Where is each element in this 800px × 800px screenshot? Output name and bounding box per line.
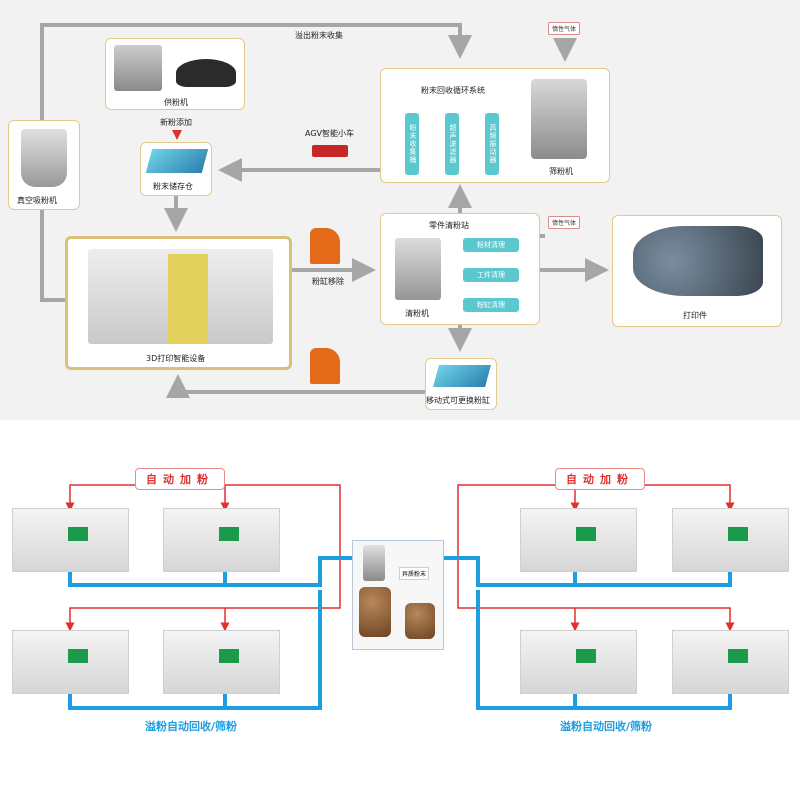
screen-icon <box>219 527 239 541</box>
printer-unit-7 <box>520 630 637 694</box>
vibrator-pill: 高频振动器 <box>485 113 499 175</box>
recycle-system-box: 粉末回收循环系统 粉末收集桶 超声波滤器 高频振动器 筛粉机 <box>380 68 610 183</box>
powder-supply-label: 供粉机 <box>164 98 188 107</box>
screen-icon <box>728 527 748 541</box>
central-sieve-station: 异质粉末 <box>352 540 444 650</box>
screen-icon <box>219 649 239 663</box>
screen-icon <box>68 527 88 541</box>
mobile-cylinder-image <box>433 365 491 387</box>
mobile-cylinder-box: 移动式可更换粉缸 <box>425 358 497 410</box>
sieve-tower-image <box>363 545 385 581</box>
robot-arm-icon <box>310 228 340 264</box>
clean-powder-pill: 粉材清理 <box>463 238 519 252</box>
printer-unit-3 <box>12 630 129 694</box>
recycle-system-title: 粉末回收循环系统 <box>421 86 485 95</box>
printed-part-box: 打印件 <box>612 215 782 327</box>
pipe-lines <box>65 484 735 710</box>
powder-supply-box: 供粉机 <box>105 38 245 110</box>
recover-label-left: 溢粉自动回收/筛粉 <box>145 718 238 734</box>
auto-feed-label-right: 自动加粉 <box>555 468 645 490</box>
abnormal-tank-image <box>405 603 435 639</box>
vacuum-loader-box: 真空吸粉机 <box>8 120 80 210</box>
powder-storage-box: 粉末储存仓 <box>140 142 212 196</box>
sieve-label: 筛粉机 <box>549 167 573 176</box>
printer-unit-5 <box>520 508 637 572</box>
screen-icon <box>576 649 596 663</box>
printer-unit-8 <box>672 630 789 694</box>
auto-feed-label-left: 自动加粉 <box>135 468 225 490</box>
printer-label: 3D打印智能设备 <box>146 354 206 363</box>
process-flow-diagram: 溢出粉末收集 供粉机 新粉添加 粉末储存仓 真空吸粉机 AGV智能小车 粉末回收… <box>0 0 800 420</box>
cleaning-station-title: 零件清粉站 <box>429 221 469 230</box>
turbine-engine-image <box>633 226 763 296</box>
screen-icon <box>576 527 596 541</box>
screen-icon <box>728 649 748 663</box>
agv-cart-image <box>312 145 348 157</box>
cleaner-machine-image <box>395 238 441 300</box>
cylinder-move-label: 粉缸移除 <box>312 277 344 286</box>
collection-tank-image <box>359 587 391 637</box>
printer-door-image <box>168 254 208 344</box>
flow-arrows <box>40 23 609 398</box>
overflow-collect-label: 溢出粉末收集 <box>295 31 343 40</box>
printer-unit-6 <box>672 508 789 572</box>
printer-unit-4 <box>163 630 280 694</box>
inert-gas-tag-top: 惰性气体 <box>548 22 581 35</box>
new-powder-label: 新粉添加 <box>160 118 192 127</box>
cleaning-station-box: 零件清粉站 清粉机 粉材清理 工件清理 粉缸清理 <box>380 213 540 325</box>
powder-storage-label: 粉末储存仓 <box>153 182 193 191</box>
robot-arm-icon-lower <box>310 348 340 384</box>
agv-label: AGV智能小车 <box>305 129 355 138</box>
clean-part-pill: 工件清理 <box>463 268 519 282</box>
powder-pile-image <box>176 59 236 87</box>
printer-unit-1 <box>12 508 129 572</box>
abnormal-powder-tag: 异质粉末 <box>399 567 430 580</box>
screen-icon <box>68 649 88 663</box>
cleaner-label: 清粉机 <box>405 309 429 318</box>
collector-pill: 粉末收集桶 <box>405 113 419 175</box>
clean-cylinder-pill: 粉缸清理 <box>463 298 519 312</box>
printer-unit-2 <box>163 508 280 572</box>
sieve-machine-image <box>531 79 587 159</box>
inert-gas-tag-station: 惰性气体 <box>548 216 581 229</box>
mobile-cylinder-label: 移动式可更换粉缸 <box>426 396 490 405</box>
recover-label-right: 溢粉自动回收/筛粉 <box>560 718 653 734</box>
printer-box: 3D打印智能设备 <box>65 236 292 370</box>
vacuum-loader-label: 真空吸粉机 <box>17 196 57 205</box>
ultrasonic-pill: 超声波滤器 <box>445 113 459 175</box>
powder-supply-machine-image <box>114 45 162 91</box>
auto-feed-diagram: 自动加粉 自动加粉 异质粉末 溢粉自动回收/筛粉 溢粉自动回收/筛粉 <box>0 430 800 800</box>
vacuum-loader-image <box>21 129 67 187</box>
printed-part-label: 打印件 <box>683 311 707 320</box>
storage-bin-image <box>145 149 209 173</box>
